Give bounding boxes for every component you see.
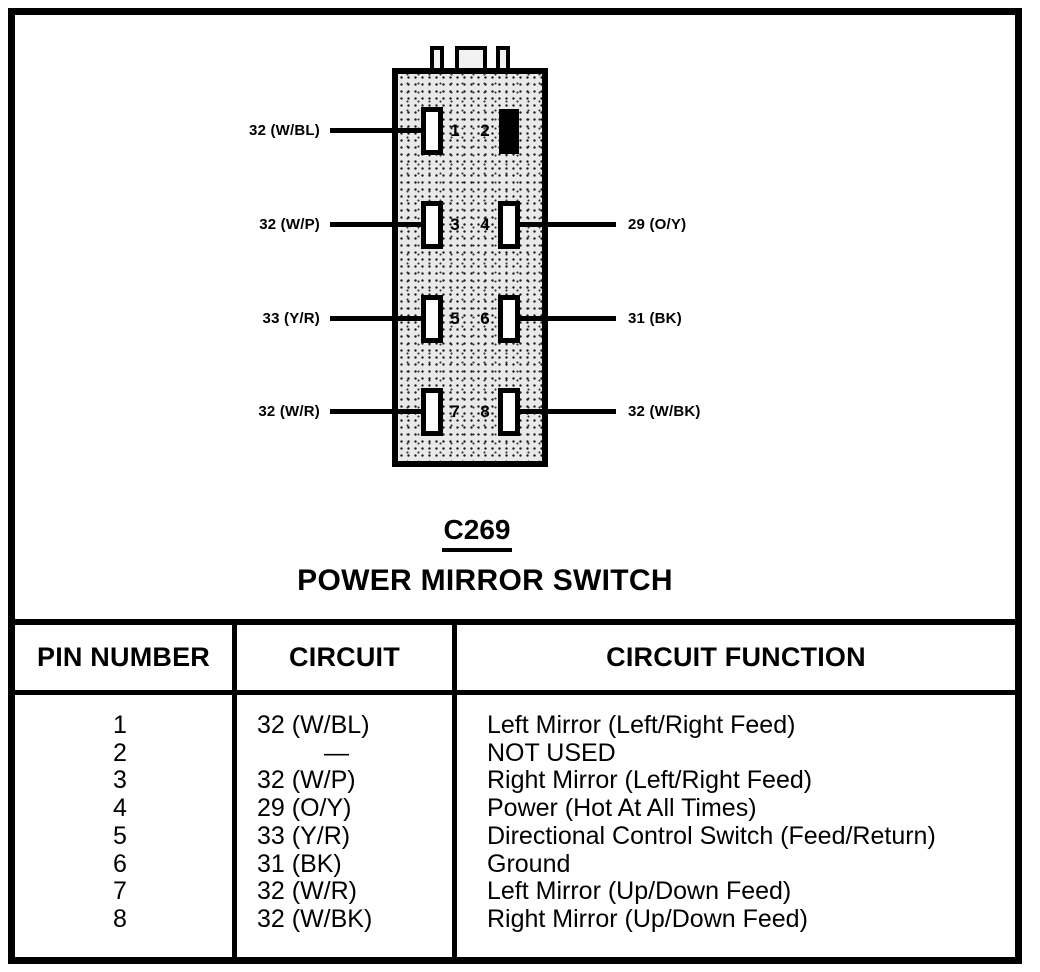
circuit-cell: 32 (W/P) — [257, 766, 356, 795]
pin-cell: 4 — [113, 794, 127, 823]
pin-cell: 5 — [113, 821, 127, 850]
wire-line-pin-5 — [330, 316, 425, 321]
wire-line-pin-3 — [330, 222, 425, 227]
pin-label-7: 7 — [450, 402, 460, 421]
pin-label-4: 4 — [480, 215, 490, 234]
wire-label-pin-1: 32 (W/BL) — [249, 122, 320, 139]
pin-box-6 — [498, 295, 520, 343]
header-circuit-function: CIRCUIT FUNCTION — [606, 642, 866, 672]
circuit-cell: — — [324, 738, 349, 767]
wire-label-pin-7: 32 (W/R) — [258, 403, 320, 420]
function-cell: Ground — [487, 849, 571, 878]
wire-line-pin-4 — [519, 222, 616, 227]
circuit-cell: 31 (BK) — [257, 849, 342, 878]
wire-label-pin-3: 32 (W/P) — [259, 216, 320, 233]
table-column-divider-1 — [232, 619, 237, 964]
header-circuit: CIRCUIT — [289, 642, 400, 672]
wire-line-pin-1 — [330, 128, 425, 133]
circuit-cell: 32 (W/R) — [257, 877, 357, 906]
pin-box-2 — [499, 109, 519, 154]
connector-tab-center — [455, 46, 487, 72]
pin-label-2: 2 — [480, 121, 490, 140]
circuit-cell: 33 (Y/R) — [257, 821, 351, 850]
pin-box-4 — [498, 201, 520, 249]
function-cell: Right Mirror (Left/Right Feed) — [487, 766, 813, 795]
wire-label-pin-8: 32 (W/BK) — [628, 403, 701, 420]
header-pin-number: PIN NUMBER — [36, 642, 210, 672]
pin-cell: 6 — [113, 849, 127, 878]
wire-line-pin-7 — [330, 409, 425, 414]
pin-label-8: 8 — [480, 402, 490, 421]
function-cell: Left Mirror (Left/Right Feed) — [487, 711, 796, 739]
circuit-cell: 29 (O/Y) — [257, 794, 352, 823]
connector-id-title: C269 — [407, 515, 547, 552]
pin-cell: 3 — [113, 766, 127, 795]
wire-label-pin-5: 33 (Y/R) — [262, 310, 320, 327]
pin-cell: 2 — [113, 738, 127, 767]
connector-name-title: POWER MIRROR SWITCH — [297, 564, 673, 597]
column-circuits: 32 (W/BL)—32 (W/P)29 (O/Y)33 (Y/R)31 (BK… — [257, 711, 452, 934]
wire-line-pin-6 — [519, 316, 616, 321]
pin-label-1: 1 — [450, 121, 460, 140]
wire-line-pin-8 — [519, 409, 616, 414]
wire-label-pin-4: 29 (O/Y) — [628, 216, 687, 233]
function-cell: Power (Hot At All Times) — [487, 794, 757, 823]
function-cell: Directional Control Switch (Feed/Return) — [487, 821, 936, 850]
pin-label-3: 3 — [450, 215, 460, 234]
pin-cell: 8 — [113, 904, 127, 933]
pin-label-5: 5 — [450, 309, 460, 328]
pin-box-8 — [498, 388, 520, 436]
function-cell: Right Mirror (Up/Down Feed) — [487, 904, 808, 933]
wire-label-pin-6: 31 (BK) — [628, 310, 682, 327]
connector-id-text: C269 — [441, 515, 513, 552]
circuit-cell: 32 (W/BK) — [257, 904, 373, 933]
pin-cell: 7 — [113, 877, 127, 906]
pin-label-6: 6 — [480, 309, 490, 328]
function-cell: Left Mirror (Up/Down Feed) — [487, 877, 792, 906]
page-border — [8, 8, 1022, 964]
pin-cell: 1 — [113, 711, 127, 739]
function-cell: NOT USED — [487, 738, 616, 767]
circuit-cell: 32 (W/BL) — [257, 711, 370, 739]
table-column-divider-2 — [452, 619, 457, 964]
table-top-border — [8, 619, 1022, 625]
table-header-divider — [8, 690, 1022, 695]
